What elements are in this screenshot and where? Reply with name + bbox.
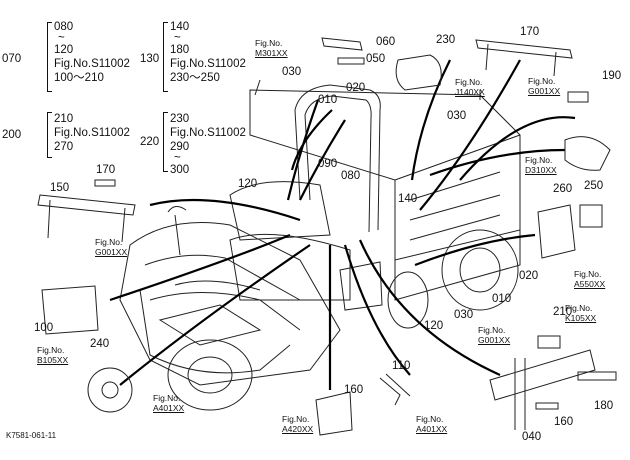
fig-ref[interactable]: Fig.No. G001XX	[528, 76, 560, 96]
part-number-label: 160	[554, 416, 574, 428]
fig-ref-code[interactable]: K105XX	[565, 313, 597, 323]
fig-ref-label: Fig.No.	[525, 155, 553, 165]
group-070-line: ~	[58, 32, 65, 44]
fig-ref-code[interactable]: J140XX	[455, 87, 485, 97]
group-130: 140 ~ 180 Fig.No.S11002 230～250	[170, 20, 246, 85]
part-number-label: 080	[341, 170, 361, 182]
fig-ref-code[interactable]: A550XX	[574, 279, 606, 289]
drawing-number: K7581-061-11	[6, 431, 57, 440]
fig-ref-label: Fig.No.	[37, 345, 65, 355]
fig-ref-label: Fig.No.	[478, 325, 506, 335]
fig-ref-code[interactable]: A401XX	[153, 403, 185, 413]
part-number-label: 210	[553, 306, 573, 318]
fig-ref-label: Fig.No.	[528, 76, 556, 86]
fig-ref-code[interactable]: M301XX	[255, 48, 288, 58]
part-number-label: 240	[90, 338, 110, 350]
group-id-220: 220	[140, 136, 160, 148]
fig-ref-label: Fig.No.	[282, 414, 310, 424]
group-220-line: 290	[170, 141, 190, 153]
group-070: 080 ~ 120 Fig.No.S11002 100～210	[54, 20, 130, 85]
fig-ref-code[interactable]: G001XX	[95, 247, 128, 257]
group-200-line: 210	[54, 113, 74, 125]
group-id-200: 200	[2, 129, 22, 141]
fig-ref[interactable]: Fig.No. D310XX	[525, 155, 557, 175]
part-number-label: 170	[96, 164, 116, 176]
part-number-label: 060	[376, 36, 396, 48]
fig-ref-label: Fig.No.	[153, 393, 181, 403]
part-number-label: 040	[522, 431, 542, 443]
group-130-line: Fig.No.S11002	[170, 58, 246, 70]
group-200-line: Fig.No.S11002	[54, 127, 130, 139]
group-130-line: 230～250	[170, 72, 220, 84]
group-220-line: ~	[174, 152, 181, 164]
part-number-label: 110	[392, 360, 411, 372]
group-200-line: 270	[54, 141, 74, 153]
fig-ref[interactable]: Fig.No. M301XX	[255, 38, 288, 58]
group-220-line: 300	[170, 164, 190, 176]
fig-ref[interactable]: Fig.No. A550XX	[574, 269, 605, 289]
fig-ref-label: Fig.No.	[95, 237, 123, 247]
fig-ref[interactable]: Fig.No. J140XX	[455, 77, 485, 97]
fig-ref-code[interactable]: D310XX	[525, 165, 557, 175]
part-number-label: 010	[318, 94, 338, 106]
group-220-line: Fig.No.S11002	[170, 127, 246, 139]
part-number-label: 100	[34, 322, 54, 334]
group-220: 230 Fig.No.S11002 290 ~ 300	[170, 112, 246, 177]
part-number-label: 230	[436, 34, 456, 46]
fig-ref-label: Fig.No.	[255, 38, 283, 48]
fig-ref-code[interactable]: B105XX	[37, 355, 69, 365]
fig-ref[interactable]: Fig.No. A420XX	[282, 414, 313, 434]
fig-ref[interactable]: Fig.No. K105XX	[565, 303, 596, 323]
group-130-line: 140	[170, 21, 190, 33]
group-id-130: 130	[140, 53, 160, 65]
fig-ref[interactable]: Fig.No. B105XX	[37, 345, 68, 365]
fig-ref-label: Fig.No.	[574, 269, 602, 279]
fig-ref-label: Fig.No.	[565, 303, 593, 313]
group-070-line: 080	[54, 21, 74, 33]
part-number-label: 090	[318, 158, 338, 170]
part-number-label: 020	[519, 270, 539, 282]
fig-ref-code[interactable]: A401XX	[416, 424, 448, 434]
fig-ref[interactable]: Fig.No. A401XX	[416, 414, 447, 434]
group-220-line: 230	[170, 113, 190, 125]
part-number-label: 020	[346, 82, 366, 94]
part-number-label: 030	[282, 66, 302, 78]
fig-ref-code[interactable]: A420XX	[282, 424, 314, 434]
group-070-line: 120	[54, 44, 74, 56]
group-130-line: 180	[170, 44, 190, 56]
fig-ref[interactable]: Fig.No. A401XX	[153, 393, 184, 413]
group-200: 210 Fig.No.S11002 270	[54, 112, 130, 154]
fig-ref-code[interactable]: G001XX	[528, 86, 561, 96]
part-number-label: 050	[366, 53, 386, 65]
group-130-line: ~	[174, 32, 181, 44]
fig-ref-label: Fig.No.	[416, 414, 444, 424]
group-070-line: Fig.No.S11002	[54, 58, 130, 70]
part-number-label: 190	[602, 70, 622, 82]
part-number-label: 160	[344, 384, 364, 396]
part-number-label: 170	[520, 26, 540, 38]
part-number-label: 120	[424, 320, 444, 332]
part-number-label: 030	[454, 309, 474, 321]
fig-ref-label: Fig.No.	[455, 77, 483, 87]
part-number-label: 030	[447, 110, 467, 122]
fig-ref[interactable]: Fig.No. G001XX	[478, 325, 510, 345]
group-id-070: 070	[2, 53, 22, 65]
part-number-label: 010	[492, 293, 512, 305]
part-number-label: 120	[238, 178, 258, 190]
fig-ref-code[interactable]: G001XX	[478, 335, 511, 345]
fig-ref[interactable]: Fig.No. G001XX	[95, 237, 127, 257]
part-number-label: 250	[584, 180, 604, 192]
group-070-line: 100～210	[54, 72, 104, 84]
part-number-label: 150	[50, 182, 70, 194]
part-number-label: 260	[553, 183, 573, 195]
part-number-label: 180	[594, 400, 614, 412]
part-number-label: 140	[398, 193, 418, 205]
